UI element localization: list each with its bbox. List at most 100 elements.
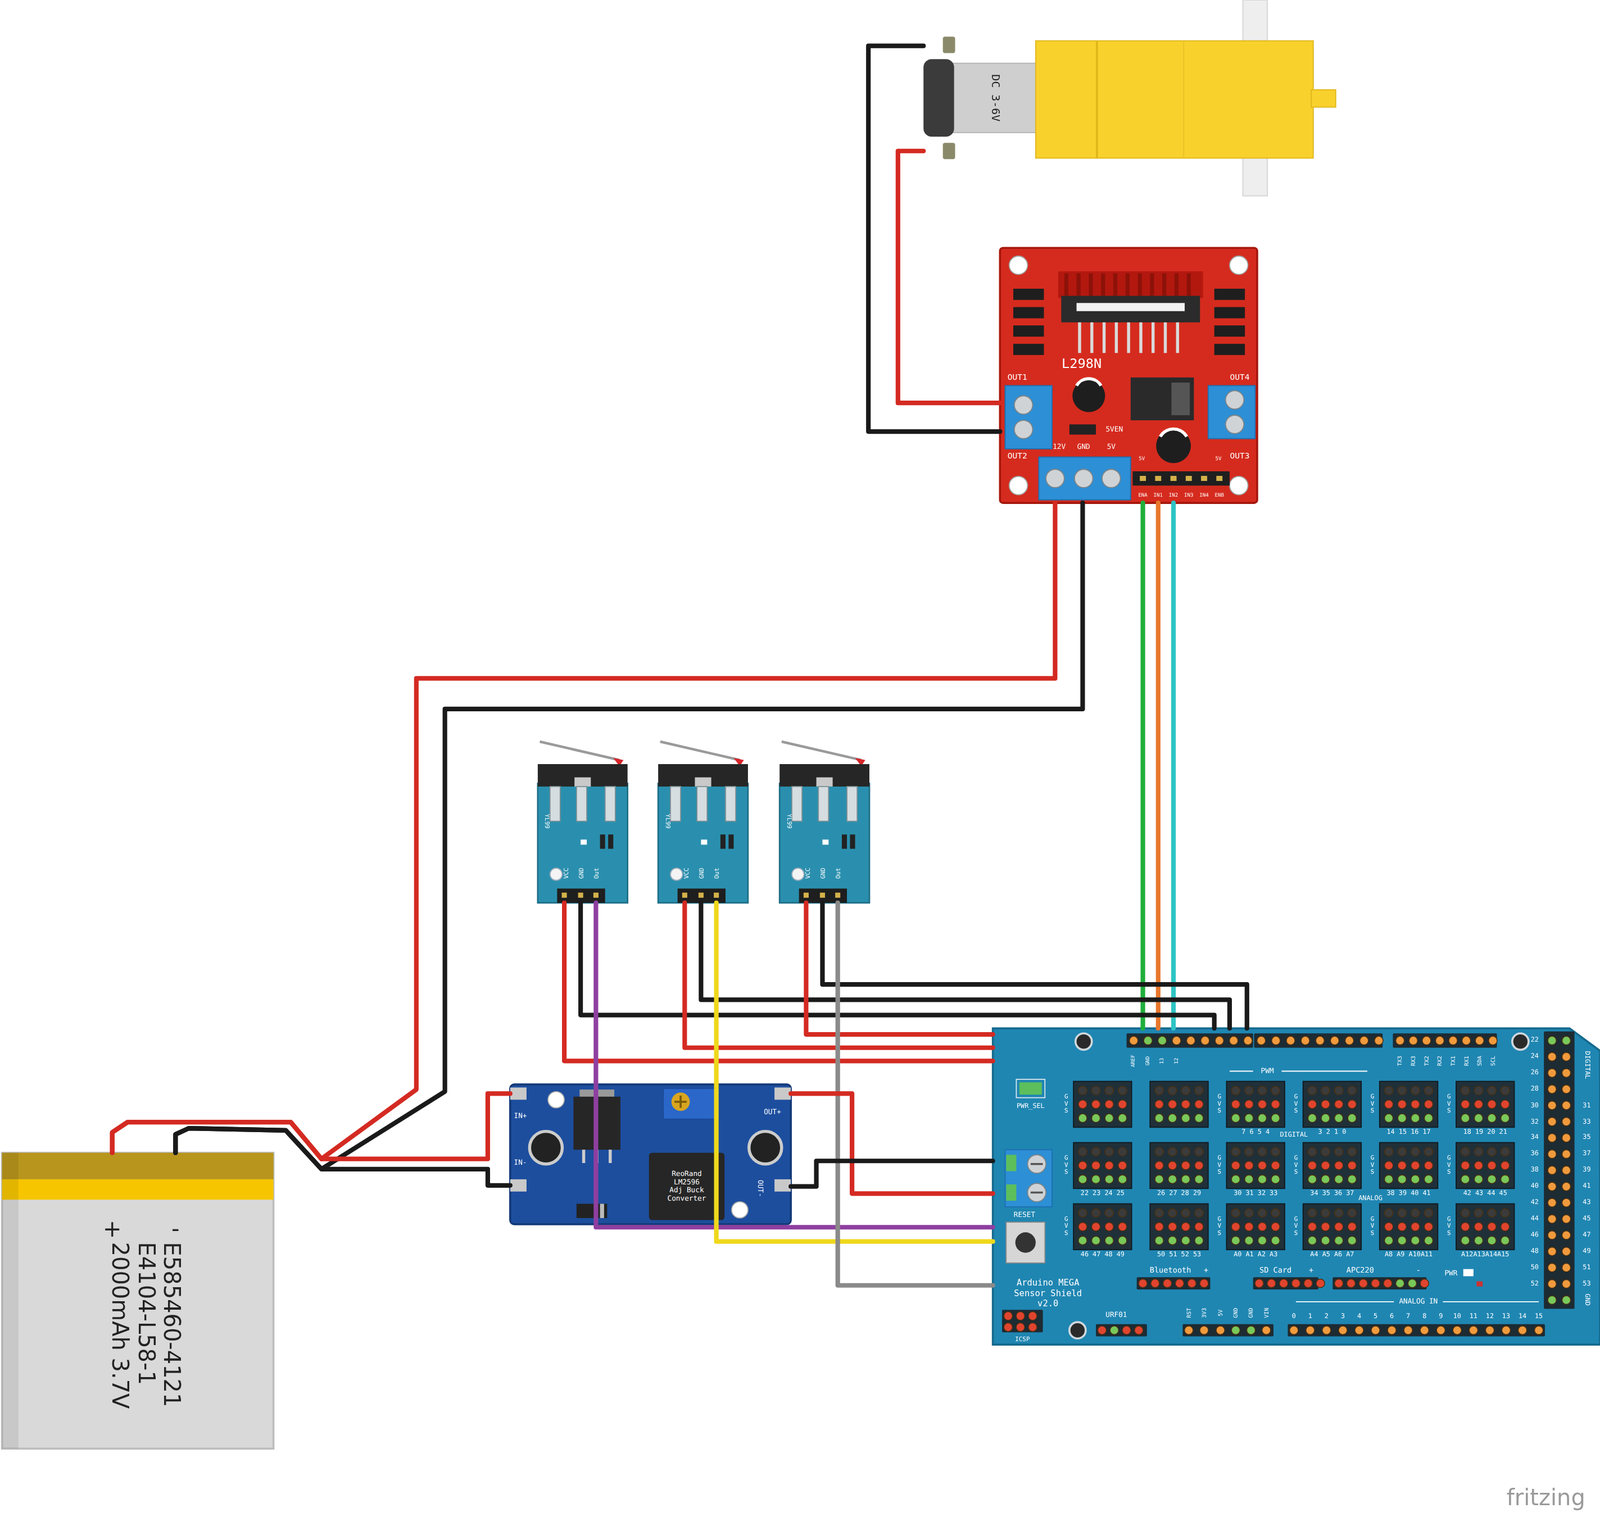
component-label: 35 bbox=[1582, 1134, 1591, 1142]
component-label: RX2 bbox=[1436, 1055, 1443, 1067]
drawing-part bbox=[2, 1153, 19, 1450]
header-pin bbox=[1436, 1326, 1445, 1335]
drawing-part bbox=[1214, 325, 1245, 337]
header-pin bbox=[1547, 1149, 1557, 1159]
component-label: A12A13A14A15 bbox=[1461, 1251, 1509, 1260]
header-pin bbox=[1078, 1175, 1087, 1184]
pin-block bbox=[1303, 1204, 1362, 1251]
header-pin bbox=[1078, 1208, 1087, 1218]
header-pin bbox=[1231, 1326, 1240, 1335]
header-pin bbox=[1194, 1113, 1204, 1123]
switch-body bbox=[537, 764, 628, 787]
header-pin bbox=[1474, 1147, 1483, 1157]
drawing-part bbox=[510, 1084, 791, 1225]
drawing-part bbox=[1130, 377, 1195, 421]
smd-resistor bbox=[728, 834, 734, 849]
drawing-part bbox=[1061, 296, 1200, 323]
header-pin bbox=[1347, 1086, 1357, 1095]
header-pin bbox=[1231, 1113, 1240, 1123]
component-label: 3 2 1 0 bbox=[1318, 1129, 1347, 1137]
header-pin bbox=[1424, 1086, 1433, 1095]
header-pin bbox=[1244, 1113, 1254, 1123]
header-pin bbox=[1307, 1113, 1317, 1123]
header-pin bbox=[1172, 1036, 1181, 1045]
pin-header bbox=[1332, 1277, 1427, 1290]
header-pin bbox=[1501, 1147, 1510, 1157]
header-pin bbox=[1257, 1161, 1267, 1171]
header-pin bbox=[1384, 1086, 1394, 1095]
component-label: 40 bbox=[1530, 1182, 1539, 1191]
header-pin bbox=[1334, 1222, 1344, 1232]
header-pin bbox=[1003, 1312, 1013, 1321]
component-label: IN2 bbox=[1168, 492, 1178, 499]
header-pin bbox=[1547, 1263, 1557, 1273]
header-pin bbox=[1118, 1175, 1127, 1184]
drawing-part bbox=[1229, 1071, 1254, 1073]
component-label: - bbox=[1416, 1267, 1421, 1277]
component-label: 22 bbox=[1530, 1036, 1539, 1045]
header-pin bbox=[1078, 1161, 1087, 1171]
header-pin bbox=[1424, 1147, 1433, 1157]
header-pin bbox=[1487, 1175, 1497, 1184]
header-pin bbox=[1384, 1222, 1394, 1232]
header-pin bbox=[1184, 1326, 1194, 1335]
drawing-part bbox=[1463, 1269, 1474, 1277]
component-label: + bbox=[1203, 1267, 1209, 1277]
header-pin bbox=[1231, 1100, 1240, 1109]
drawing-part bbox=[949, 63, 1040, 133]
header-pin bbox=[1262, 1326, 1271, 1335]
header-pin bbox=[1547, 1068, 1557, 1078]
component-label: OUT3 bbox=[1230, 451, 1250, 461]
drawing-part bbox=[674, 1095, 687, 1109]
header-pin bbox=[1091, 1236, 1100, 1245]
switch-lever bbox=[540, 741, 620, 761]
switch-pin bbox=[670, 786, 681, 822]
header-pin bbox=[698, 893, 704, 899]
component-label: ANALOG bbox=[1358, 1195, 1383, 1204]
header-pin bbox=[1347, 1208, 1357, 1218]
component-label: 53 bbox=[1582, 1280, 1591, 1289]
header-pin bbox=[1303, 1279, 1313, 1289]
switch-button bbox=[694, 777, 711, 787]
component-label: + bbox=[102, 1216, 122, 1243]
header-pin bbox=[1078, 1113, 1087, 1123]
component-label: 52 bbox=[1530, 1280, 1539, 1289]
header-pin bbox=[835, 893, 841, 899]
drawing-part bbox=[1014, 395, 1033, 415]
wire bbox=[790, 1093, 994, 1194]
switch-button bbox=[816, 777, 833, 787]
header-pin bbox=[1338, 1326, 1348, 1335]
header-pin bbox=[1181, 1113, 1190, 1123]
header-pin bbox=[1321, 1236, 1330, 1245]
dc-motor: DC 3-6V bbox=[923, 41, 1317, 159]
component-label: 37 bbox=[1582, 1150, 1591, 1159]
drawing-part bbox=[1069, 1322, 1086, 1339]
header-pin bbox=[1154, 1100, 1164, 1109]
drawing-part bbox=[1079, 322, 1178, 353]
component-label: 39 bbox=[1582, 1166, 1591, 1175]
header-pin bbox=[1154, 1175, 1164, 1184]
header-pin bbox=[1307, 1147, 1317, 1157]
component-label: G V S bbox=[1064, 1216, 1069, 1238]
drawing-part bbox=[510, 1179, 527, 1192]
component-label: 6 bbox=[1389, 1313, 1394, 1322]
drawing-part bbox=[1225, 390, 1245, 410]
header-pin bbox=[1384, 1100, 1394, 1109]
header-pin bbox=[1354, 1326, 1364, 1335]
smd-led bbox=[822, 839, 829, 845]
header-pin bbox=[1168, 1236, 1177, 1245]
switch-pin bbox=[725, 786, 736, 822]
drawing-part bbox=[1214, 288, 1245, 301]
header-pin bbox=[1181, 1175, 1190, 1184]
component-label: E585460-4121 E4104-L58-1 2000mAh 3.7V bbox=[107, 1242, 185, 1432]
wire bbox=[1140, 502, 1145, 1029]
header-pin bbox=[1109, 1326, 1119, 1335]
header-pin bbox=[1547, 1215, 1557, 1224]
header-pin bbox=[1286, 1036, 1295, 1045]
drawing-part bbox=[1005, 1154, 1017, 1172]
header-pin bbox=[1244, 1236, 1254, 1245]
component-label: A0 A1 A2 A3 bbox=[1233, 1251, 1278, 1260]
component-label: URF01 bbox=[1105, 1311, 1127, 1320]
drawing-part bbox=[1035, 41, 1314, 159]
